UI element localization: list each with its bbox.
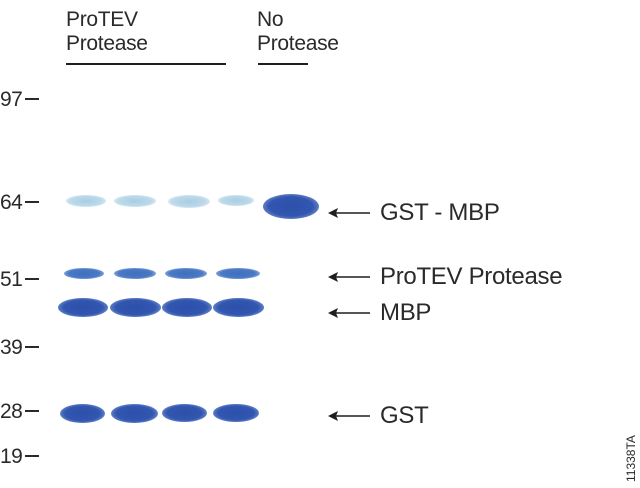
mw-marker-label: 39 bbox=[0, 336, 23, 359]
annotation-label: GST bbox=[380, 402, 429, 429]
band-gst-mbp-lane4 bbox=[218, 195, 254, 206]
annotation-label: MBP bbox=[380, 299, 432, 326]
mw-marker-64: 64 bbox=[0, 191, 40, 214]
protev-lanes-underline bbox=[66, 63, 226, 65]
annotation-label: GST - MBP bbox=[380, 199, 500, 226]
marker-tick bbox=[25, 201, 40, 204]
band-protev-lane3 bbox=[165, 268, 207, 279]
band-protev-lane1 bbox=[64, 268, 104, 279]
mw-marker-label: 97 bbox=[0, 88, 23, 111]
annotation-gst-mbp: GST - MBP bbox=[328, 200, 500, 226]
band-protev-lane4 bbox=[216, 268, 260, 279]
band-gst-lane1 bbox=[60, 404, 105, 423]
band-mbp-lane2 bbox=[110, 298, 161, 317]
band-mbp-lane3 bbox=[162, 298, 212, 317]
marker-tick bbox=[25, 410, 40, 413]
mw-marker-label: 28 bbox=[0, 400, 23, 423]
header-protev-line2: Protease bbox=[66, 32, 148, 55]
mw-marker-label: 51 bbox=[0, 268, 23, 291]
marker-tick bbox=[25, 98, 40, 101]
header-protev-protease: ProTEV Protease bbox=[66, 8, 148, 56]
header-protev-line1: ProTEV bbox=[66, 8, 138, 31]
band-gst-lane2 bbox=[111, 404, 158, 423]
band-gst-mbp-lane1 bbox=[66, 195, 106, 207]
band-mbp-lane1 bbox=[58, 298, 108, 317]
annotation-gst: GST bbox=[328, 402, 429, 429]
mw-marker-label: 19 bbox=[0, 445, 23, 468]
mw-marker-51: 51 bbox=[0, 268, 40, 291]
marker-tick bbox=[25, 346, 40, 349]
header-no-protease-line2: Protease bbox=[257, 32, 339, 55]
marker-tick bbox=[25, 278, 40, 281]
band-gst-mbp-lane3 bbox=[168, 195, 210, 208]
left-arrow-icon bbox=[328, 308, 370, 318]
left-arrow-icon bbox=[328, 208, 370, 218]
band-gst-mbp-lane2 bbox=[114, 195, 156, 207]
annotation-mbp: MBP bbox=[328, 300, 431, 326]
annotation-protev-protease: ProTEV Protease bbox=[328, 263, 563, 290]
band-mbp-lane4 bbox=[213, 298, 264, 317]
mw-marker-19: 19 bbox=[0, 445, 40, 468]
left-arrow-icon bbox=[328, 411, 370, 421]
mw-marker-97: 97 bbox=[0, 88, 40, 111]
band-gst-lane3 bbox=[162, 404, 207, 422]
left-arrow-icon bbox=[328, 272, 370, 282]
mw-marker-label: 64 bbox=[0, 191, 23, 214]
figure-code: 11338TA bbox=[624, 435, 638, 482]
header-no-protease: No Protease bbox=[257, 8, 339, 56]
marker-tick bbox=[25, 455, 40, 458]
mw-marker-28: 28 bbox=[0, 400, 40, 423]
band-protev-lane2 bbox=[114, 268, 156, 279]
annotation-label: ProTEV Protease bbox=[380, 263, 563, 290]
no-protease-lane-underline bbox=[258, 63, 308, 65]
band-gst-mbp-lane5 bbox=[263, 194, 319, 219]
header-no-protease-line1: No bbox=[257, 8, 284, 31]
band-gst-lane4 bbox=[213, 404, 259, 422]
mw-marker-39: 39 bbox=[0, 336, 40, 359]
